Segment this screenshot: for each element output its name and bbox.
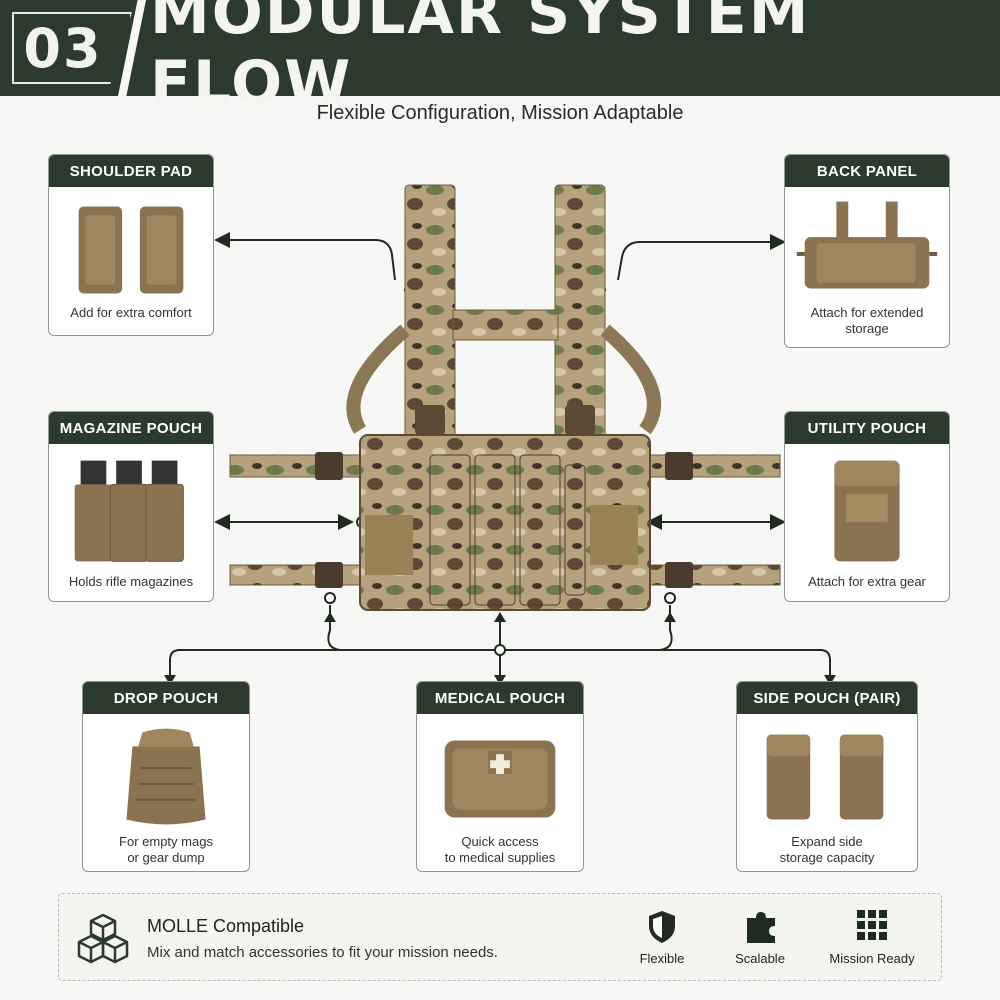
feature-label: Scalable	[735, 951, 785, 966]
feature-flexible: Flexible	[607, 908, 717, 972]
card-caption-line-2: to medical supplies	[444, 850, 556, 865]
magazine-pouch-card[interactable]: MAGAZINE POUCH Holds rifle magazines	[48, 411, 214, 602]
utility-pouch-card[interactable]: UTILITY POUCH Attach for extra gear	[784, 411, 950, 602]
utility-pouch-image	[834, 460, 900, 562]
medical-pouch-image	[444, 740, 556, 818]
chest-rig-image	[229, 184, 781, 611]
side-pouch-image	[766, 734, 884, 820]
feature-scalable: Scalable	[705, 908, 815, 972]
drop-pouch-image	[126, 728, 206, 825]
card-caption: Holds rifle magazines	[68, 574, 194, 589]
grid-icon	[857, 910, 887, 940]
puzzle-icon	[747, 912, 775, 943]
molle-description: Mix and match accessories to fit your mi…	[147, 944, 498, 961]
card-caption-line-1: Quick access	[461, 834, 539, 849]
cubes-icon	[77, 913, 129, 964]
page-title: MODULAR SYSTEM FLOW	[150, 0, 811, 118]
card-caption-line-1: For empty mags	[119, 834, 213, 849]
molle-info-bar: MOLLE Compatible Mix and match accessori…	[58, 893, 942, 981]
shoulder-pad-card[interactable]: SHOULDER PAD Add for extra comfort	[48, 154, 214, 336]
card-caption-line-1: Expand side	[791, 834, 863, 849]
card-title: DROP POUCH	[83, 682, 249, 714]
card-title: SIDE POUCH (PAIR)	[737, 682, 917, 714]
card-caption: Attach for extra gear	[808, 574, 926, 589]
section-number: 03	[23, 16, 103, 80]
card-title: MEDICAL POUCH	[417, 682, 583, 714]
card-caption: Add for extra comfort	[70, 305, 192, 320]
card-title: UTILITY POUCH	[785, 412, 949, 444]
card-caption-line-2: or gear dump	[127, 850, 205, 865]
card-title: SHOULDER PAD	[49, 155, 213, 187]
side-pouch-card[interactable]: SIDE POUCH (PAIR) Expand side storage ca…	[736, 681, 918, 872]
feature-label: Flexible	[639, 951, 685, 966]
back-panel-image	[796, 201, 938, 289]
header-number-frame	[12, 12, 132, 84]
card-title: BACK PANEL	[785, 155, 949, 187]
back-panel-card[interactable]: BACK PANEL Attach for extended storage	[784, 154, 950, 348]
molle-title: MOLLE Compatible	[147, 916, 305, 936]
page-subtitle: Flexible Configuration, Mission Adaptabl…	[316, 102, 684, 124]
medical-pouch-card[interactable]: MEDICAL POUCH Quick access to medical su…	[416, 681, 584, 872]
magazine-pouch-image	[74, 460, 184, 562]
card-caption-line-2: storage	[845, 321, 889, 336]
card-title: MAGAZINE POUCH	[49, 412, 213, 444]
shield-icon	[649, 911, 675, 943]
drop-pouch-card[interactable]: DROP POUCH For empty mags or gear dump	[82, 681, 250, 872]
card-caption-line-1: Attach for extended	[810, 305, 924, 320]
card-caption-line-2: storage capacity	[779, 850, 875, 865]
feature-label: Mission Ready	[829, 951, 915, 966]
shoulder-pad-image	[78, 206, 184, 294]
feature-mission-ready: Mission Ready	[817, 908, 927, 972]
header-bar	[0, 0, 1000, 96]
